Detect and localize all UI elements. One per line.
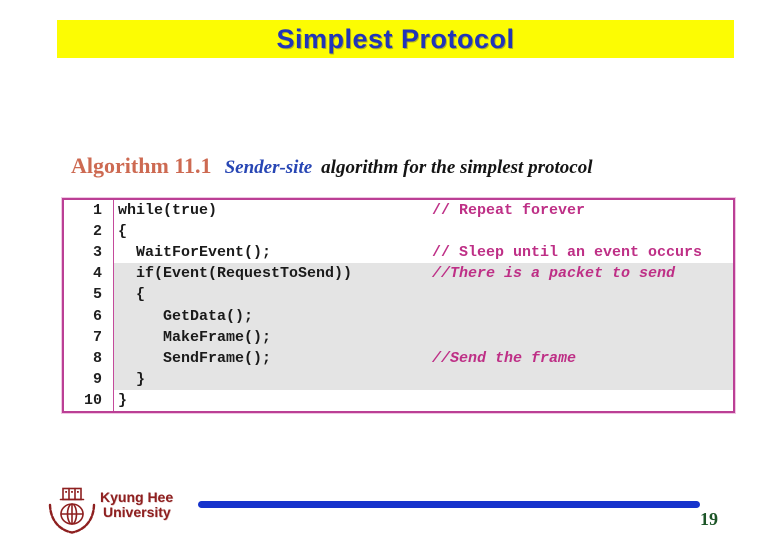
code-cell: GetData(); <box>114 305 733 327</box>
code-text: GetData(); <box>118 307 254 325</box>
code-cell: if(Event(RequestToSend)) //There is a pac… <box>114 263 733 285</box>
slide-title: Simplest Protocol <box>276 23 515 54</box>
line-number: 2 <box>64 221 114 243</box>
code-line: 4 if(Event(RequestToSend)) //There is a p… <box>64 263 733 285</box>
code-line: 10} <box>64 389 733 411</box>
code-line: 2{ <box>64 221 733 243</box>
code-text: while(true) <box>118 202 218 220</box>
code-cell: while(true) // Repeat forever <box>114 200 733 221</box>
code-line: 8 SendFrame(); //Send the frame <box>64 347 733 369</box>
code-text: WaitForEvent(); <box>118 244 272 262</box>
code-cell: MakeFrame(); <box>114 326 733 348</box>
code-line: 7 MakeFrame(); <box>64 326 733 348</box>
code-text: } <box>118 391 128 409</box>
heading-emphasis-text: Sender-site <box>224 157 313 178</box>
line-number: 6 <box>64 305 114 327</box>
code-text: SendFrame(); <box>118 349 272 367</box>
code-text: } <box>118 370 146 388</box>
slide-title-bar: Simplest Protocol <box>57 20 734 58</box>
code-text: { <box>118 223 128 241</box>
code-cell: { <box>114 284 733 306</box>
footer-divider-bar <box>198 501 700 508</box>
code-text: MakeFrame(); <box>118 328 272 346</box>
code-cell: } <box>114 390 733 411</box>
code-cell: SendFrame(); //Send the frame <box>114 347 733 369</box>
line-number: 1 <box>64 200 114 222</box>
code-cell: { <box>114 221 733 242</box>
university-name-line2: University <box>103 504 171 520</box>
code-text: if(Event(RequestToSend)) <box>118 265 353 283</box>
line-number: 9 <box>64 368 114 390</box>
code-comment: // Sleep until an event occurs <box>432 244 703 262</box>
code-comment: //Send the frame <box>432 349 577 367</box>
line-number: 5 <box>64 284 114 306</box>
code-comment: //There is a packet to send <box>432 265 676 283</box>
line-number: 8 <box>64 347 114 369</box>
heading-description-text: algorithm for the simplest protocol <box>321 157 593 178</box>
algorithm-heading: Algorithm 11.1 Sender-site algorithm for… <box>71 153 592 179</box>
university-name-line1: Kyung Hee <box>100 489 174 505</box>
code-cell: WaitForEvent(); // Sleep until an event o… <box>114 242 733 263</box>
line-number: 7 <box>64 326 114 348</box>
code-line: 9 } <box>64 368 733 390</box>
line-number: 3 <box>64 242 114 264</box>
algorithm-number-label: Algorithm 11.1 <box>71 153 212 178</box>
code-line: 5 { <box>64 284 733 306</box>
code-cell: } <box>114 368 733 390</box>
line-number: 10 <box>64 389 114 411</box>
code-comment: // Repeat forever <box>432 202 586 220</box>
code-line: 3 WaitForEvent(); // Sleep until an event… <box>64 242 733 264</box>
university-logo-icon <box>48 487 96 534</box>
line-number: 4 <box>64 263 114 285</box>
code-text: { <box>118 286 146 304</box>
code-line: 6 GetData(); <box>64 305 733 327</box>
page-number: 19 <box>700 509 718 529</box>
university-name: Kyung Hee University <box>100 490 173 520</box>
